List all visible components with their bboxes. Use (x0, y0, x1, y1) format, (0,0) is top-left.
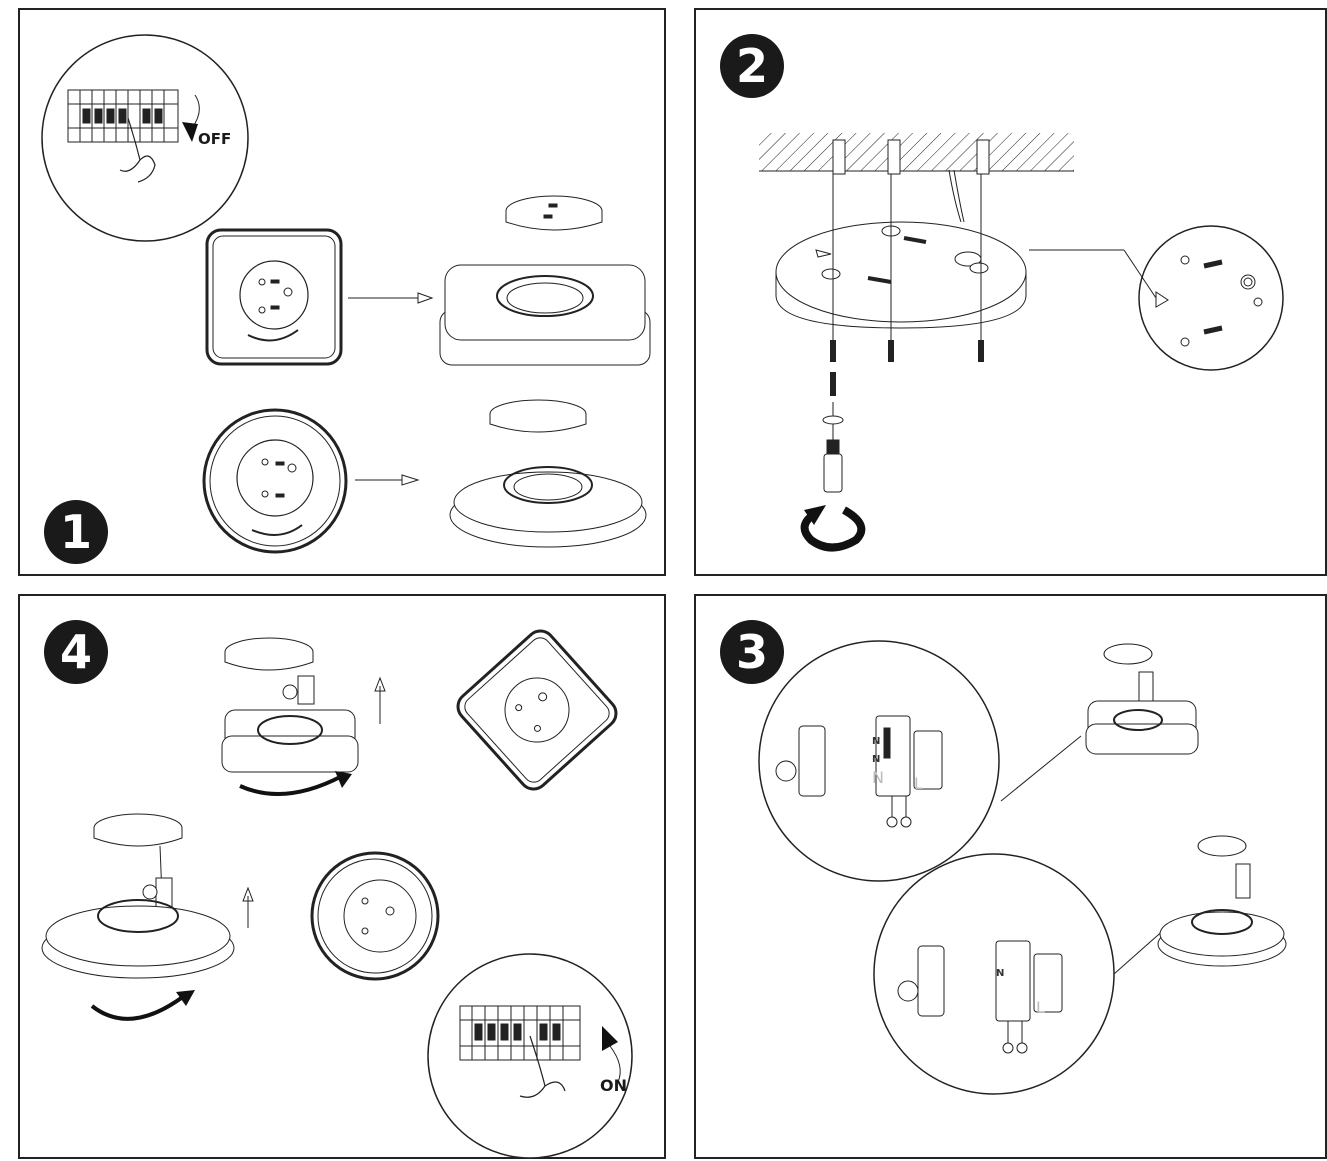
off-label: OFF (198, 130, 232, 148)
round-base-front (202, 408, 348, 554)
wiring-magnifier-bottom (873, 853, 1167, 1095)
step-4-illustration (41, 629, 633, 1159)
step-3-panel: N N N L N L 3 (694, 594, 1327, 1159)
breaker-switch-icon (459, 1005, 581, 1061)
screw-icon (830, 340, 984, 396)
step-4-badge: 4 (44, 620, 108, 684)
step-3-illustration (758, 640, 1287, 1095)
mounting-plate (775, 221, 1027, 329)
wire-label-l-1: L (914, 774, 923, 793)
screwdriver-icon (822, 402, 844, 493)
wire-label-n-3: N (872, 768, 884, 787)
step-2-badge: 2 (720, 34, 784, 98)
wire-label-n-2: N (872, 754, 881, 765)
wire-label-l-2: L (1036, 998, 1045, 1017)
breaker-switch-icon (67, 89, 179, 143)
hand-icon (519, 1035, 566, 1098)
wiring-magnifier-top (758, 640, 1082, 882)
ceiling (759, 133, 1074, 171)
step-2-panel: 2 (694, 8, 1327, 576)
hand-icon (119, 117, 156, 183)
rotate-icon (800, 506, 866, 552)
step-1-panel: OFF 1 (18, 8, 666, 576)
square-base-front (205, 228, 343, 366)
wire-label-n-4: N (996, 968, 1005, 979)
step-4-panel: ON 4 (18, 594, 666, 1159)
plate-detail-magnifier (1138, 225, 1284, 371)
step-1-illustration (41, 34, 651, 554)
breaker-off-magnifier (41, 34, 249, 242)
square-base-3d (439, 195, 651, 366)
wire-label-n-1: N (872, 736, 881, 747)
on-label: ON (600, 1076, 627, 1095)
step-3-badge: 3 (720, 620, 784, 684)
breaker-on-magnifier (427, 953, 633, 1159)
round-base-3d (449, 399, 647, 548)
step-1-badge: 1 (44, 500, 108, 564)
arrow-icon (609, 1045, 621, 1083)
step-2-illustration (759, 133, 1284, 552)
